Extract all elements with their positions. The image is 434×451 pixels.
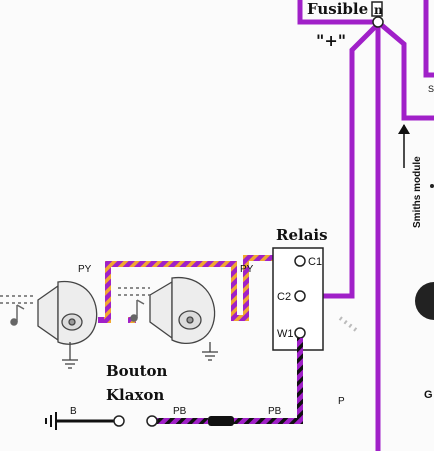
music-note-icon — [118, 287, 150, 322]
wire-label-py-left: PY — [78, 264, 92, 275]
plus-label: "+" — [316, 31, 346, 50]
relay-terminal-c2 — [294, 290, 306, 302]
wire-edge-right — [423, 0, 434, 78]
edge-symbol — [415, 282, 434, 320]
fuse-node — [372, 16, 384, 28]
button-label-line1: Bouton — [106, 362, 168, 380]
purple-feed-wires — [297, 0, 434, 451]
wire-label-py-right: PY — [240, 264, 254, 275]
wire-label-p: P — [338, 396, 345, 407]
wire-label-pb-right: PB — [268, 406, 282, 417]
relay-c2-label: C2 — [277, 291, 291, 303]
smiths-label: Smiths module — [412, 156, 423, 228]
relay-title: Relais — [276, 226, 328, 244]
inline-fuse — [208, 416, 234, 426]
relay-link — [338, 316, 358, 332]
wire-label-b: B — [70, 406, 77, 417]
edge-label-s: S — [428, 84, 434, 94]
horn-icon — [37, 280, 98, 369]
button-terminal-left — [113, 415, 125, 427]
fuse-number: n — [374, 3, 383, 17]
edge-label-g: G — [424, 389, 433, 401]
relay-terminal-c1 — [294, 255, 306, 267]
button-label-line2: Klaxon — [106, 386, 164, 404]
pb-wire — [156, 338, 303, 424]
ground-icon — [45, 412, 57, 430]
wire-top-right — [376, 20, 434, 121]
fuse-box — [371, 1, 383, 17]
music-note-icon — [0, 295, 34, 326]
wire-label-pb-left: PB — [173, 406, 187, 417]
relay-terminal-w1 — [294, 327, 306, 339]
relay-w1-label: W1 — [277, 328, 294, 340]
edge-dot — [430, 184, 434, 188]
wire-top-left — [297, 0, 376, 25]
fuse-label: Fusible — [307, 0, 368, 18]
button-terminal-right — [146, 415, 158, 427]
horn-icon — [149, 276, 218, 361]
arrow-up-icon — [398, 124, 410, 168]
relay-c1-label: C1 — [308, 256, 322, 268]
wire-main-left — [300, 24, 378, 299]
